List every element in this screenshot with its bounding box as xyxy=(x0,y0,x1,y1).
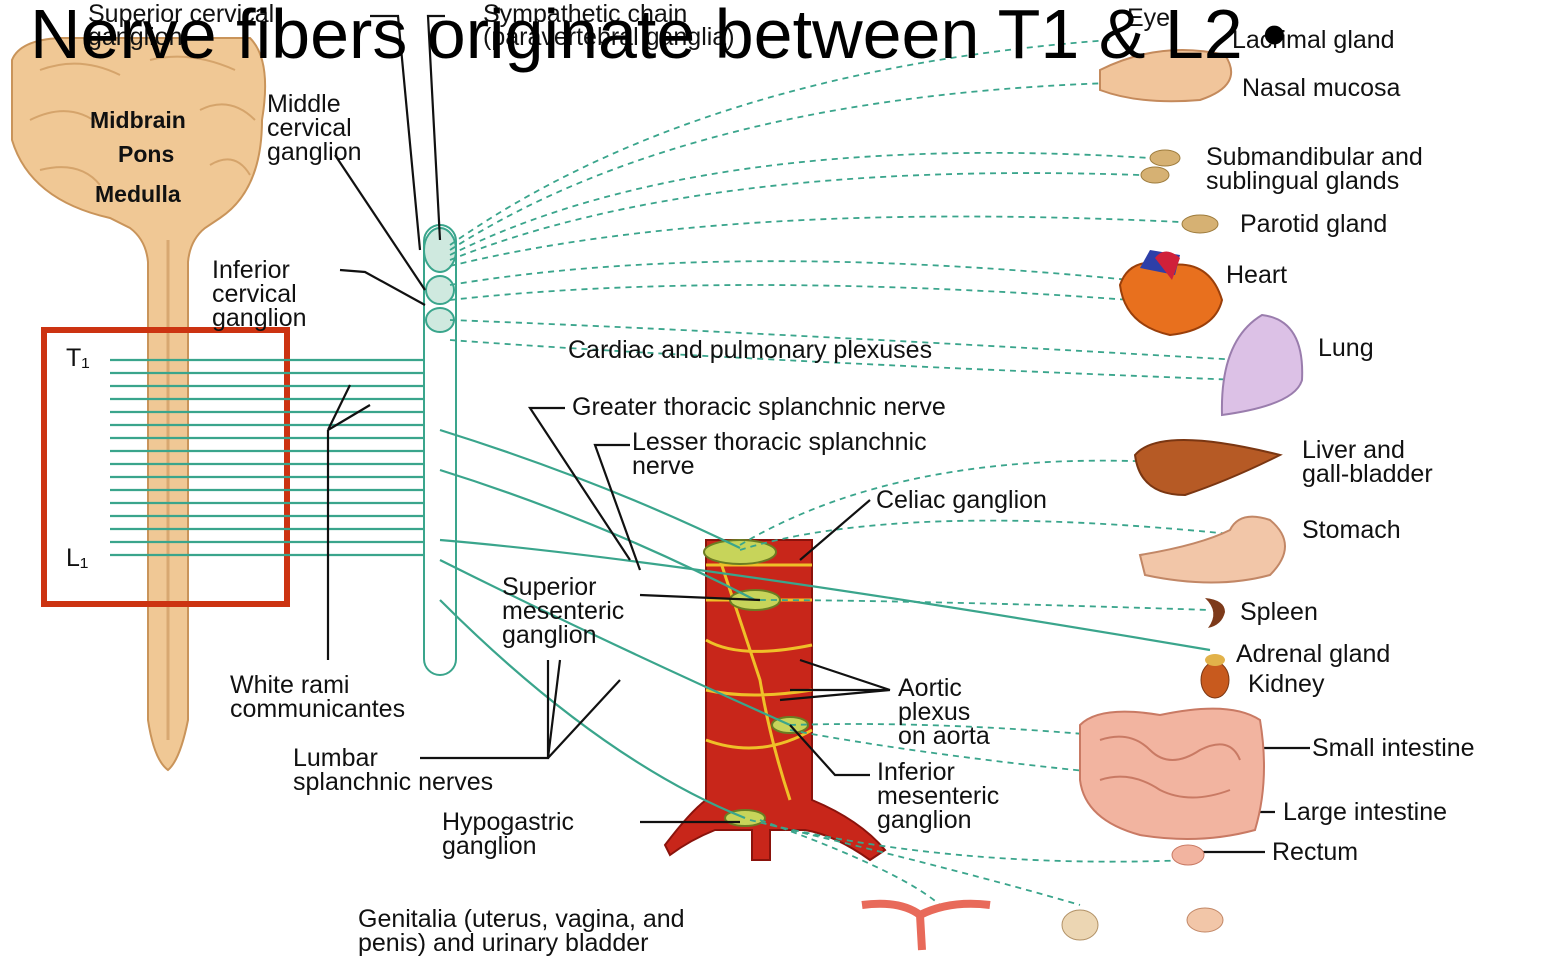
bladder-icon xyxy=(1062,910,1098,940)
lung-icon xyxy=(1222,315,1302,415)
middle-cervical-label-3: ganglion xyxy=(267,138,362,166)
t1-label: T₁ xyxy=(66,344,90,372)
brain-and-spinal-cord: Midbrain Pons Medulla xyxy=(12,38,265,770)
inferior-cervical-label-3: ganglion xyxy=(212,304,307,332)
adrenal-label: Adrenal gland xyxy=(1236,640,1390,668)
midbrain-label: Midbrain xyxy=(90,107,186,133)
spleen-label: Spleen xyxy=(1240,598,1318,626)
uterus-icon xyxy=(862,904,990,950)
aorta xyxy=(665,540,885,860)
kidney-icon xyxy=(1201,662,1229,698)
pons-label: Pons xyxy=(118,141,174,167)
submandibular-label-2: sublingual glands xyxy=(1206,167,1399,195)
sympathetic-chain xyxy=(424,225,456,675)
intestine-icon xyxy=(1080,709,1264,839)
inferior-mesenteric-label-3: ganglion xyxy=(877,806,972,834)
liver-label-2: gall-bladder xyxy=(1302,460,1433,488)
genitalia-label-2: penis) and urinary bladder xyxy=(358,929,648,956)
stomach-label: Stomach xyxy=(1302,516,1401,544)
large-intestine-label: Large intestine xyxy=(1283,798,1447,826)
nasal-label: Nasal mucosa xyxy=(1242,74,1400,102)
slide-heading: Nerve fibers originate between T1 & L2 • xyxy=(30,0,1287,73)
liver-icon xyxy=(1135,440,1280,495)
aortic-plexus-label-3: on aorta xyxy=(898,722,990,750)
celiac-ganglion-label: Celiac ganglion xyxy=(876,486,1047,514)
l1-label: L₁ xyxy=(66,544,88,572)
lumbar-label-2: splanchnic nerves xyxy=(293,768,493,796)
lung-label: Lung xyxy=(1318,334,1374,362)
hypogastric-label-2: ganglion xyxy=(442,832,537,860)
medulla-label: Medulla xyxy=(95,181,181,207)
parotid-label: Parotid gland xyxy=(1240,210,1387,238)
kidney-label: Kidney xyxy=(1248,670,1325,698)
rectum-label: Rectum xyxy=(1272,838,1358,866)
rectum-icon xyxy=(1172,845,1204,865)
submandibular-icon xyxy=(1150,150,1180,166)
white-rami-label-2: communicantes xyxy=(230,695,405,723)
superior-mesenteric-label-3: ganglion xyxy=(502,621,597,649)
heart-label: Heart xyxy=(1226,261,1287,289)
greater-splanchnic-label: Greater thoracic splanchnic nerve xyxy=(572,393,946,421)
cardiac-plexus-label: Cardiac and pulmonary plexuses xyxy=(568,336,932,364)
spleen-icon xyxy=(1205,598,1225,628)
stomach-icon xyxy=(1140,517,1285,583)
lesser-splanchnic-label-2: nerve xyxy=(632,452,695,480)
small-intestine-label: Small intestine xyxy=(1312,734,1475,762)
parotid-icon xyxy=(1182,215,1218,233)
